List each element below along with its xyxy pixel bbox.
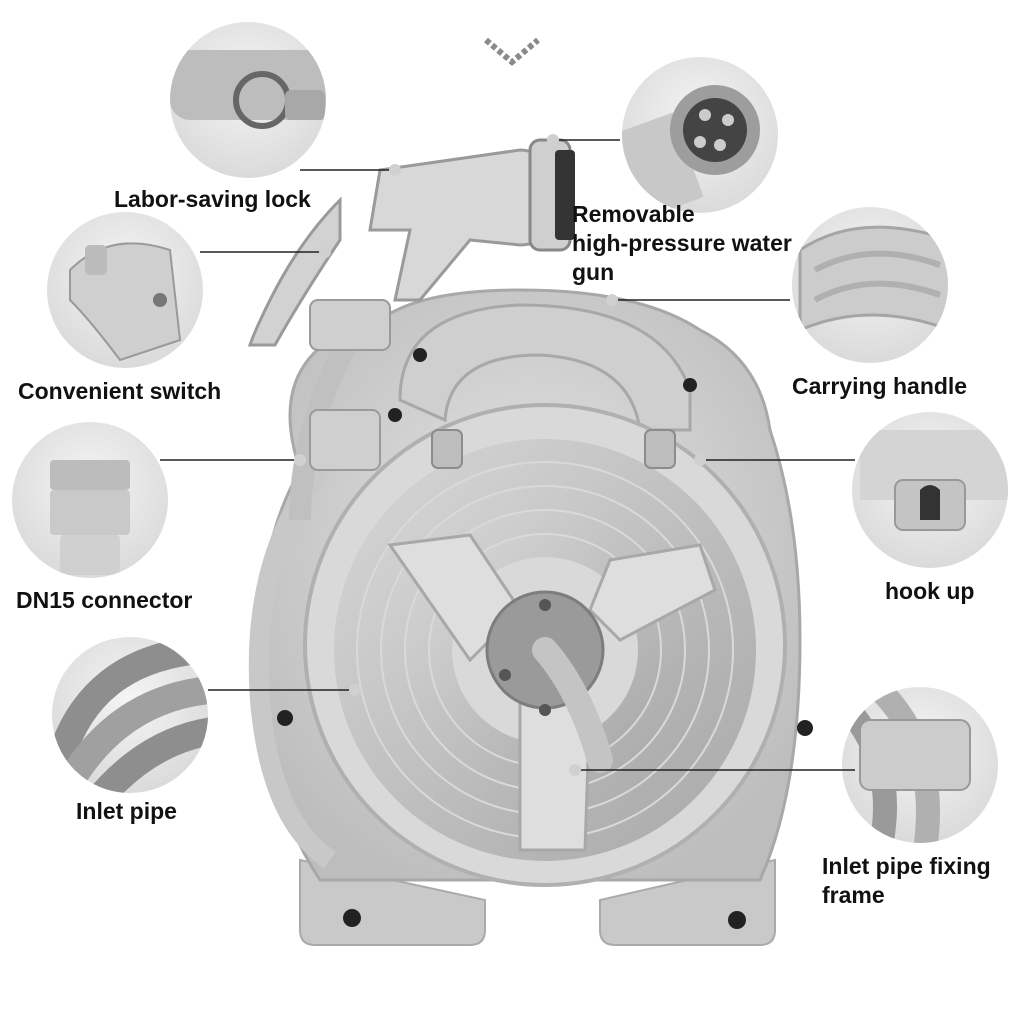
callout-lines [160,139,855,771]
label-labor-saving-lock: Labor-saving lock [114,186,311,212]
callout-dots [294,134,706,776]
detail-inlet-pipe [52,637,208,793]
label-inlet-pipe-fixing-frame-line-1: Inlet pipe fixing [822,853,991,879]
label-carrying-handle: Carrying handle [792,373,968,399]
label-removable-water-gun-line-3: gun [572,259,615,285]
label-convenient-switch: Convenient switch [18,378,222,404]
chevron-down-icon [484,37,540,66]
label-removable-water-gun: Removable high-pressure water gun [572,200,792,287]
detail-dn15-connector [12,422,168,578]
label-removable-water-gun-line-2: high-pressure water [572,230,792,256]
detail-water-gun-nozzle [622,57,778,213]
label-removable-water-gun-line-1: Removable [572,201,695,227]
detail-labor-saving-lock [170,22,326,178]
label-dn15-connector: DN15 connector [16,587,193,613]
detail-carrying-handle [792,207,948,363]
label-inlet-pipe-fixing-frame: Inlet pipe fixing frame [822,852,991,910]
label-inlet-pipe-fixing-frame-line-2: frame [822,882,885,908]
hose-reel [247,138,813,946]
detail-convenient-switch [47,212,203,368]
label-inlet-pipe: Inlet pipe [76,798,177,824]
detail-inlet-pipe-fixing-frame [842,687,998,843]
label-hook-up: hook up [885,578,975,604]
detail-hook-up [852,412,1008,568]
